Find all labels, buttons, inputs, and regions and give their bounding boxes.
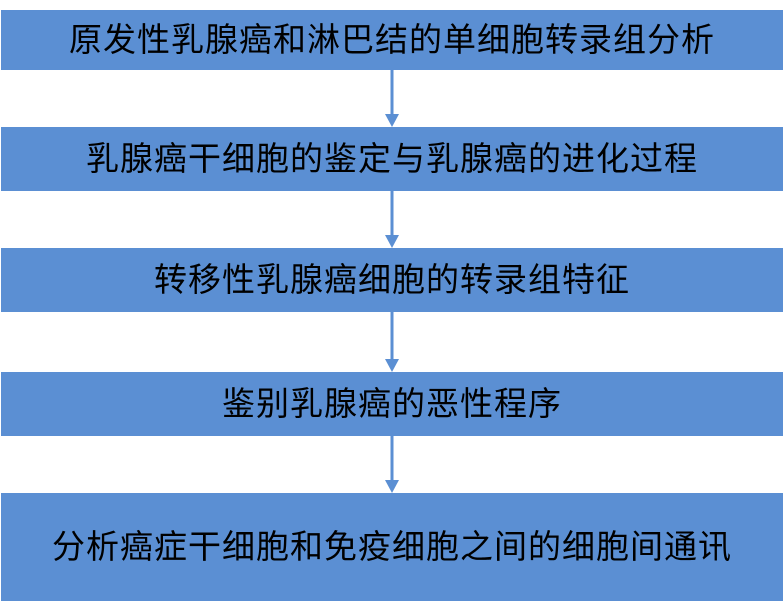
flow-step-5: 分析癌症干细胞和免疫细胞之间的细胞间通讯 bbox=[1, 493, 783, 601]
down-arrow-3 bbox=[385, 312, 399, 372]
down-arrow-4 bbox=[385, 436, 399, 493]
flow-step-2-label: 乳腺癌干细胞的鉴定与乳腺癌的进化过程 bbox=[86, 139, 698, 178]
flow-step-3: 转移性乳腺癌细胞的转录组特征 bbox=[1, 248, 783, 312]
flow-step-1: 原发性乳腺癌和淋巴结的单细胞转录组分析 bbox=[1, 10, 783, 70]
down-arrow-1 bbox=[385, 70, 399, 127]
down-arrow-2 bbox=[385, 191, 399, 248]
flow-step-1-label: 原发性乳腺癌和淋巴结的单细胞转录组分析 bbox=[69, 20, 715, 59]
flow-step-2: 乳腺癌干细胞的鉴定与乳腺癌的进化过程 bbox=[1, 127, 783, 191]
flow-step-5-label: 分析癌症干细胞和免疫细胞之间的细胞间通讯 bbox=[52, 527, 732, 566]
flow-step-4: 鉴别乳腺癌的恶性程序 bbox=[1, 372, 783, 436]
flow-step-3-label: 转移性乳腺癌细胞的转录组特征 bbox=[154, 260, 630, 299]
flow-step-4-label: 鉴别乳腺癌的恶性程序 bbox=[222, 384, 562, 423]
